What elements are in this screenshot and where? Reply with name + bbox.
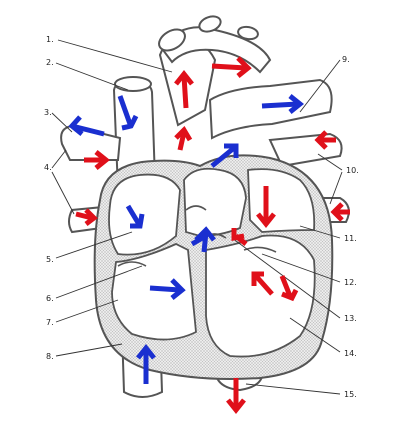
red-arrow-icon (330, 202, 350, 222)
blue-arrow-icon (125, 204, 145, 229)
red-arrow-icon (231, 228, 248, 246)
red-arrow-icon (84, 150, 111, 170)
superior-vena-cava-opening (114, 76, 152, 92)
blue-arrow-icon (210, 143, 239, 168)
blue-arrow-icon (68, 115, 105, 137)
label-1: 1. (46, 35, 54, 44)
left-atrium (183, 167, 247, 237)
label-6: 6. (46, 294, 54, 303)
blue-arrow-icon (190, 233, 208, 247)
blue-arrows (68, 94, 305, 384)
aorta-branch-2 (198, 15, 222, 33)
blue-arrow-icon (261, 94, 305, 114)
blue-arrow-icon (136, 343, 156, 384)
aorta-branch-3 (237, 25, 259, 41)
vein-upper-left (60, 124, 122, 161)
red-arrow-icon (211, 56, 252, 78)
right-pulmonary-artery (208, 78, 333, 140)
label-3: 3. (44, 108, 52, 117)
label-2: 2. (46, 58, 54, 67)
right-atrium (108, 173, 181, 256)
red-arrow-icon (75, 208, 98, 226)
red-arrow-icon (174, 125, 193, 151)
red-arrow-icon (226, 378, 246, 415)
red-arrow-icon (279, 275, 299, 302)
label-15: 15. (344, 390, 357, 399)
vessels (60, 15, 350, 398)
label-14: 14. (344, 349, 357, 358)
label-11: 11. (344, 234, 357, 243)
red-arrow-icon (251, 271, 274, 296)
label-9: 9. (342, 55, 350, 64)
label-7: 7. (46, 318, 54, 327)
label-4: 4. (44, 163, 52, 172)
red-arrows (75, 56, 350, 415)
left-ventricle (205, 234, 316, 358)
tricuspid-valve (117, 261, 147, 267)
label-8: 8. (46, 352, 54, 361)
blue-arrow-icon (117, 95, 139, 131)
aorta-branch-1 (158, 28, 186, 52)
red-arrow-icon (174, 69, 194, 109)
blue-arrow-icon (149, 278, 186, 300)
label-13: 13. (344, 314, 357, 323)
label-10: 10. (346, 166, 359, 175)
right-ventricle (111, 243, 197, 341)
label-12: 12. (344, 278, 357, 287)
label-5: 5. (46, 255, 54, 264)
pulmonary-valve (185, 205, 207, 211)
blue-arrow-icon (194, 226, 216, 253)
red-arrow-icon (314, 130, 336, 150)
leader-lines (51, 39, 343, 395)
labels: 1. 2. 3. 4. 5. 6. 7. 8. 9. 10. 11. 12. 1… (44, 35, 359, 399)
red-arrow-icon (256, 186, 276, 229)
